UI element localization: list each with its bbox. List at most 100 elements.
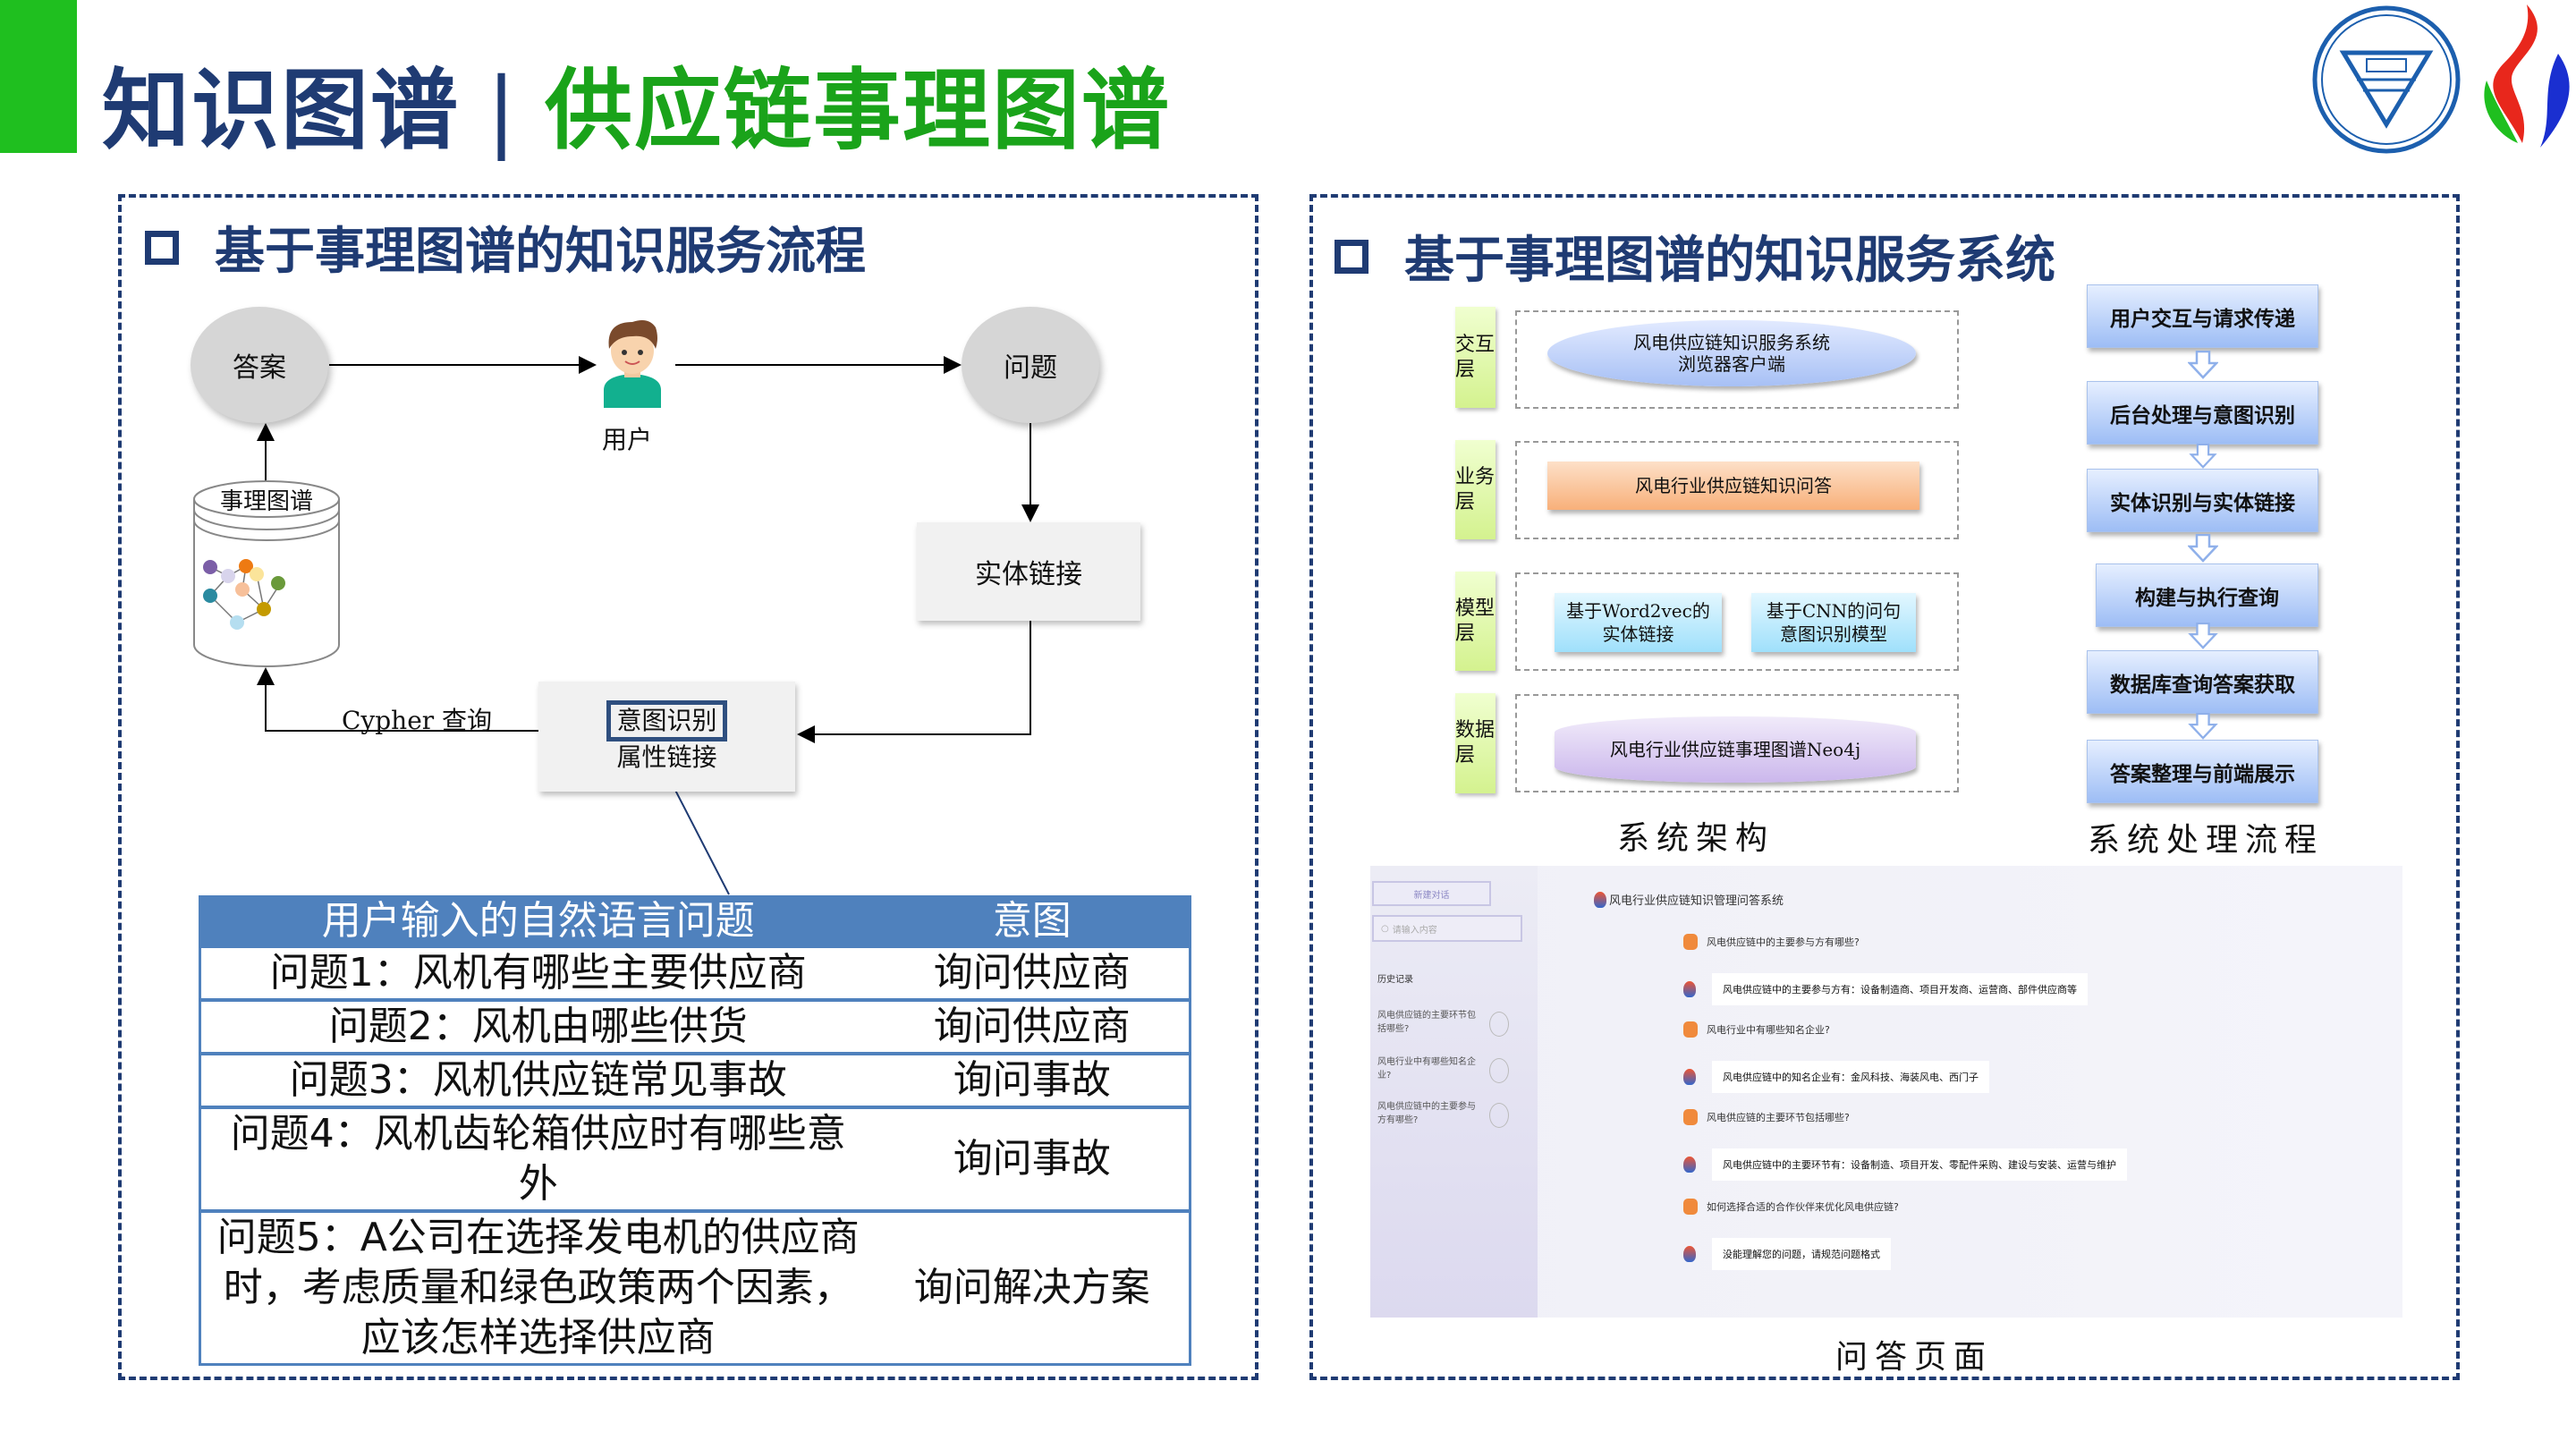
table-row: 问题5：A公司在选择发电机的供应商时，考虑质量和绿色政策两个因素，应该怎样选择供… [199,1208,1191,1364]
user-message: 风电供应链中的主要参与方有哪些? [1683,934,1860,950]
bot-message: 风电供应链中的主要参与方有：设备制造商、项目开发商、运营商、部件供应商等 [1683,973,2088,1005]
answer-text: 风电供应链中的知名企业有：金风科技、海装风电、西门子 [1712,1061,1989,1093]
browser-client-node: 风电供应链知识服务系统浏览器客户端 [1547,320,1916,386]
history-item[interactable]: 风电行业中有哪些知名企业? [1377,1057,1476,1080]
qa-page-screenshot: 新建对话 ○请输入内容 历史记录 风电供应链的主要环节包括哪些? 风电行业中有哪… [1370,866,2402,1318]
delete-history-icon[interactable] [1489,1058,1509,1083]
qa-caption: 问答页面 [1835,1339,1994,1376]
table-row: 问题4：风机齿轮箱供应时有哪些意外询问事故 [199,1105,1191,1211]
question-text: 风电行业中有哪些知名企业? [1707,1024,1830,1036]
model2-label-2: 意图识别模型 [1780,623,1887,645]
history-item[interactable]: 风电供应链的主要环节包括哪些? [1377,1011,1476,1034]
bot-avatar-icon [1683,1157,1696,1173]
search-icon: ○ [1381,923,1389,934]
right-heading: 基于事理图谱的知识服务系统 [1335,220,2055,292]
answer-label: 答案 [233,352,286,384]
checkbox-bullet-icon [145,230,179,265]
cnn-intent-node: 基于CNN的问句意图识别模型 [1751,593,1916,652]
knowledge-graph-database-icon [193,480,340,667]
intent-cell: 询问事故 [875,1105,1191,1211]
app-logo-icon [1594,891,1606,908]
layer-model: 模型层 [1455,572,1496,671]
interaction-layer-box [1515,310,1959,409]
neo4j-label: 风电行业供应链事理图谱Neo4j [1609,739,1861,760]
question-label: 问题 [1004,352,1057,384]
intent-label: 意图识别 [606,699,727,741]
bot-message: 风电供应链中的知名企业有：金风科技、海装风电、西门子 [1683,1061,1989,1093]
down-arrow-icon [2188,351,2218,379]
qa-service-node: 风电行业供应链知识问答 [1547,462,1919,510]
table-row: 问题2：风机由哪些供货询问供应商 [199,997,1191,1054]
university-logo-icon [2312,5,2461,154]
flow-caption: 系统处理流程 [2088,822,2325,859]
left-panel [118,194,1258,1380]
business-layer-box [1515,441,1959,539]
data-layer-box [1515,694,1959,792]
search-placeholder: 请输入内容 [1392,925,1437,936]
layer-business: 业务层 [1455,440,1496,539]
right-panel [1309,194,2460,1380]
history-search-input[interactable]: ○请输入内容 [1372,915,1522,942]
right-heading-text: 基于事理图谱的知识服务系统 [1404,232,2055,290]
answer-text: 风电供应链中的主要参与方有：设备制造商、项目开发商、运营商、部件供应商等 [1712,973,2088,1005]
user-message: 风电供应链的主要环节包括哪些? [1683,1109,1850,1125]
model2-label-1: 基于CNN的问句 [1766,600,1902,622]
user-label: 用户 [602,425,653,454]
client-label-1: 风电供应链知识服务系统 [1633,332,1830,353]
layer-interaction: 交互层 [1455,307,1496,408]
qa-service-label: 风电行业供应链知识问答 [1635,475,1832,496]
model-layer-box [1515,572,1959,671]
question-text: 风电供应链中的主要参与方有哪些? [1707,936,1860,948]
entity-linking-label: 实体链接 [975,559,1082,590]
page-title: 知识图谱|供应链事理图谱 [102,39,1171,166]
flow-step: 数据库查询答案获取 [2087,650,2318,714]
kg-label: 事理图谱 [220,488,314,515]
answer-text: 风电供应链中的主要环节有：设备制造、项目开发、零配件采购、建设与安装、运营与维护 [1712,1148,2127,1181]
flame-logo-icon [2484,4,2570,148]
intent-cell: 询问事故 [875,1051,1191,1107]
entity-linking-node: 实体链接 [917,522,1140,621]
bot-message: 风电供应链中的主要环节有：设备制造、项目开发、零配件采购、建设与安装、运营与维护 [1683,1148,2127,1181]
question-cell: 问题3：风机供应链常见事故 [199,1051,876,1107]
bot-avatar-icon [1683,1246,1696,1262]
architecture-caption: 系统架构 [1617,820,1775,857]
cypher-query-label: Cypher 查询 [342,706,493,735]
word2vec-node: 基于Word2vec的实体链接 [1555,593,1722,652]
question-node: 问题 [962,307,1099,423]
intent-table: 用户输入的自然语言问题意图 问题1：风机有哪些主要供应商询问供应商 问题2：风机… [199,895,1191,1366]
delete-history-icon[interactable] [1489,1012,1509,1037]
title-left: 知识图谱 [102,60,461,162]
header-question: 用户输入的自然语言问题 [199,896,876,946]
question-text: 风电供应链的主要环节包括哪些? [1707,1112,1850,1123]
user-message: 风电行业中有哪些知名企业? [1683,1021,1830,1038]
attribute-linking-label: 属性链接 [616,741,717,772]
left-heading-text: 基于事理图谱的知识服务流程 [215,223,866,281]
question-cell: 问题1：风机有哪些主要供应商 [199,944,876,1000]
flow-connectors [257,356,1039,895]
flow-step: 答案整理与前端展示 [2087,740,2318,803]
qa-app-title: 风电行业供应链知识管理问答系统 [1594,891,1784,908]
delete-history-icon[interactable] [1489,1103,1509,1128]
answer-node: 答案 [191,307,328,423]
intent-cell: 询问供应商 [875,997,1191,1054]
answer-text: 没能理解您的问题，请规范问题格式 [1712,1238,1891,1270]
down-arrow-icon [2188,623,2218,649]
history-item[interactable]: 风电供应链中的主要参与方有哪些? [1377,1102,1476,1125]
user-avatar-icon [604,320,661,408]
flow-step: 构建与执行查询 [2096,564,2318,627]
app-title-text: 风电行业供应链知识管理问答系统 [1609,894,1784,908]
intent-cell: 询问解决方案 [875,1208,1191,1364]
title-separator: | [487,60,519,162]
question-cell: 问题2：风机由哪些供货 [199,997,876,1054]
bot-avatar-icon [1683,981,1696,997]
intent-cell: 询问供应商 [875,944,1191,1000]
left-heading: 基于事理图谱的知识服务流程 [145,211,866,284]
accent-bar [0,0,77,153]
table-header: 用户输入的自然语言问题意图 [199,896,1191,946]
bot-message: 没能理解您的问题，请规范问题格式 [1683,1238,1891,1270]
history-label: 历史记录 [1377,975,1413,985]
user-avatar-icon [1683,934,1698,950]
flow-step: 后台处理与意图识别 [2087,381,2318,445]
new-chat-button[interactable]: 新建对话 [1372,881,1491,906]
checkbox-bullet-icon [1335,239,1368,274]
